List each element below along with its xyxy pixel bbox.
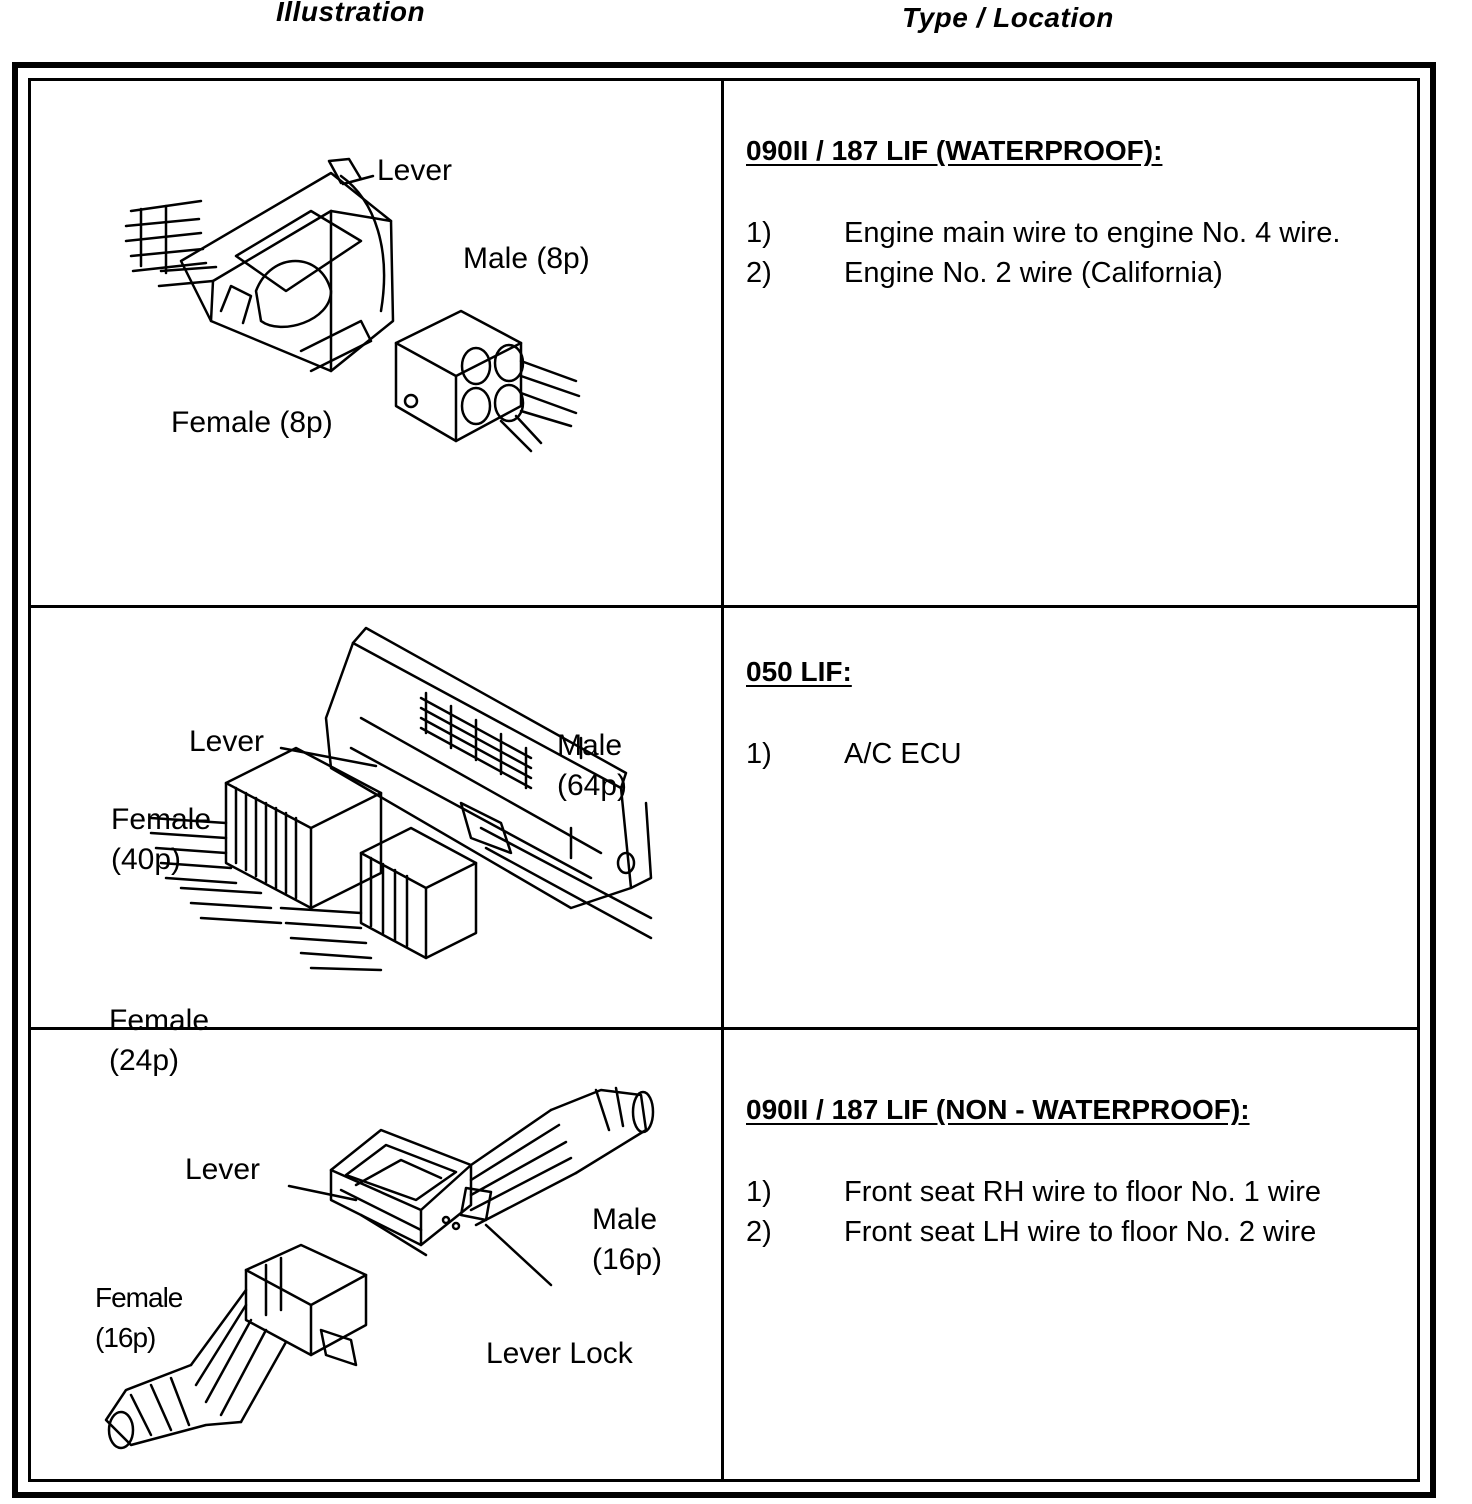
item-text: Front seat LH wire to floor No. 2 wire xyxy=(844,1216,1317,1248)
connector-table: Lever Male (8p) Female (8p) 090II / 187 … xyxy=(12,62,1436,1498)
row-2-illustration: Lever Male (64p) Female (40p) Female (24… xyxy=(31,608,721,1077)
female-40p-label: Female (40p) xyxy=(111,803,212,876)
item-text: A/C ECU xyxy=(844,738,962,770)
location-item: 2) Front seat LH wire to floor No. 2 wire xyxy=(746,1216,1316,1249)
64p-connector-drawing xyxy=(149,626,653,972)
waterproof-connector-title: 090II / 187 LIF (WATERPROOF): xyxy=(746,135,1163,166)
male-8p-connector-figure xyxy=(394,309,581,453)
male-16p-connector-figure xyxy=(329,1086,655,1257)
female-16p-connector-figure xyxy=(104,1243,368,1450)
location-item: 1) Engine main wire to engine No. 4 wire. xyxy=(746,217,1340,250)
lever-label: Lever xyxy=(189,725,265,758)
item-number: 2) xyxy=(746,1216,772,1248)
non-waterproof-16p-connector-drawing xyxy=(104,1086,655,1450)
female-8p-connector-figure xyxy=(124,157,395,373)
row-divider-2 xyxy=(31,1027,1417,1030)
male-64p-label: Male (64p) xyxy=(557,729,628,802)
lever-leader-line xyxy=(287,1184,358,1202)
row-3-type-location: 090II / 187 LIF (NON - WATERPROOF): 1) Fr… xyxy=(724,1030,1417,1482)
female-8p-label: Female (8p) xyxy=(171,406,333,439)
item-number: 1) xyxy=(746,217,772,249)
lever-leader-line xyxy=(279,746,378,768)
location-item: 1) A/C ECU xyxy=(746,738,962,771)
type-location-column-header: Type / Location xyxy=(902,2,1114,33)
lever-lock-label: Lever Lock xyxy=(486,1337,633,1370)
column-divider xyxy=(721,81,724,1479)
item-number: 1) xyxy=(746,1176,772,1208)
table-inner-border: Lever Male (8p) Female (8p) 090II / 187 … xyxy=(28,78,1420,1482)
item-text: Engine main wire to engine No. 4 wire. xyxy=(844,217,1341,249)
male-64p-connector-figure xyxy=(324,626,653,940)
row-divider-1 xyxy=(31,605,1417,608)
lever-label: Lever xyxy=(377,154,453,187)
item-text: Engine No. 2 wire (California) xyxy=(844,257,1223,289)
lever-label: Lever xyxy=(185,1153,261,1186)
row-1-illustration: Lever Male (8p) Female (8p) xyxy=(31,81,721,605)
location-item: 1) Front seat RH wire to floor No. 1 wire xyxy=(746,1176,1321,1209)
male-8p-label: Male (8p) xyxy=(463,242,590,275)
item-number: 2) xyxy=(746,257,772,289)
female-24p-connector-figure xyxy=(279,826,478,972)
female-40p-connector-figure xyxy=(149,746,383,925)
waterproof-8p-connector-drawing xyxy=(124,157,581,453)
row-2-type-location: 050 LIF: 1) A/C ECU xyxy=(724,608,1417,1027)
male-16p-label: Male (16p) xyxy=(592,1203,663,1276)
item-number: 1) xyxy=(746,738,772,770)
non-waterproof-connector-title: 090II / 187 LIF (NON - WATERPROOF): xyxy=(746,1094,1250,1125)
female-16p-label: Female (16p) xyxy=(95,1282,183,1353)
female-24p-label: Female (24p) xyxy=(109,1004,210,1077)
illustration-column-header: Illustration xyxy=(276,0,426,27)
lever-leader-line xyxy=(341,174,375,186)
row-1-type-location: 090II / 187 LIF (WATERPROOF): 1) Engine m… xyxy=(724,81,1417,605)
lever-lock-leader-line xyxy=(484,1223,553,1287)
row-3-illustration: Lever Male (16p) Female (16p) Lever Lock xyxy=(31,1030,721,1482)
location-item: 2) Engine No. 2 wire (California) xyxy=(746,257,1223,290)
050-lif-title: 050 LIF: xyxy=(746,656,852,687)
item-text: Front seat RH wire to floor No. 1 wire xyxy=(844,1176,1322,1208)
